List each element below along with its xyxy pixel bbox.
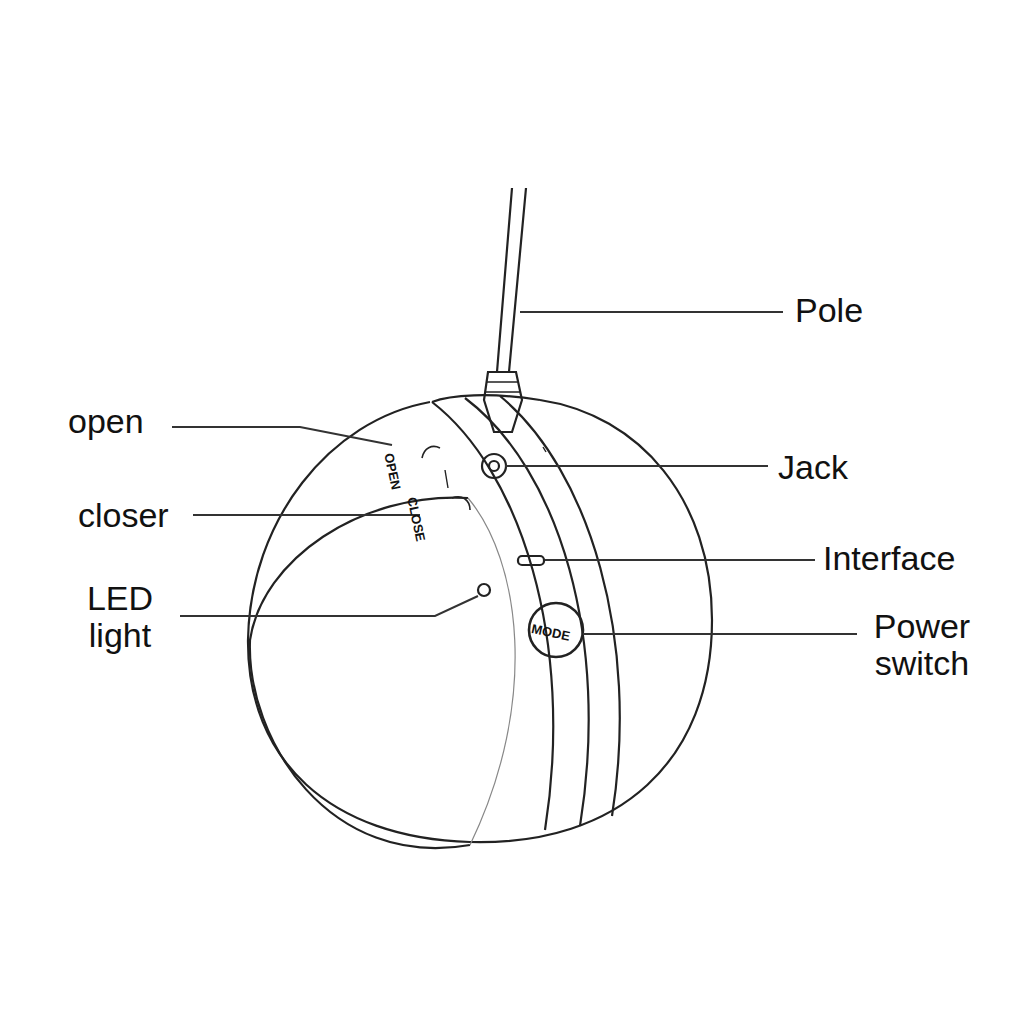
leader-line <box>520 311 783 313</box>
part-label: Pole <box>795 292 863 329</box>
leader-line <box>193 514 420 516</box>
led-dot <box>478 584 490 596</box>
part-label: Jack <box>778 449 848 486</box>
band-top <box>432 395 540 402</box>
open-arrow <box>422 446 440 458</box>
leader-line <box>180 596 478 616</box>
part-label: closer <box>78 497 169 534</box>
button-text: MODE <box>530 622 571 644</box>
part-label: Interface <box>823 540 955 577</box>
ball-face <box>250 498 470 848</box>
button-text: OPEN <box>381 452 403 491</box>
leader-line <box>545 559 815 561</box>
band-edge <box>465 398 589 826</box>
leader-line <box>505 465 768 467</box>
plug-ridges <box>485 382 521 392</box>
tick <box>543 447 546 452</box>
ball-face-shade <box>468 498 515 845</box>
part-label: LED light <box>80 580 160 655</box>
usb-slot <box>518 556 544 565</box>
tick <box>445 470 448 488</box>
leader-line <box>172 427 392 445</box>
pole <box>497 188 526 372</box>
jack-hole <box>489 461 499 471</box>
button-text: CLOSE <box>404 496 427 543</box>
pole-plug <box>484 372 522 432</box>
mode-button <box>529 603 583 657</box>
part-label: Power switch <box>862 608 982 683</box>
jack-hole <box>482 454 506 478</box>
band-edge <box>500 396 620 816</box>
part-label: open <box>68 403 144 440</box>
leader-line <box>583 633 857 635</box>
close-arrow <box>452 497 470 510</box>
